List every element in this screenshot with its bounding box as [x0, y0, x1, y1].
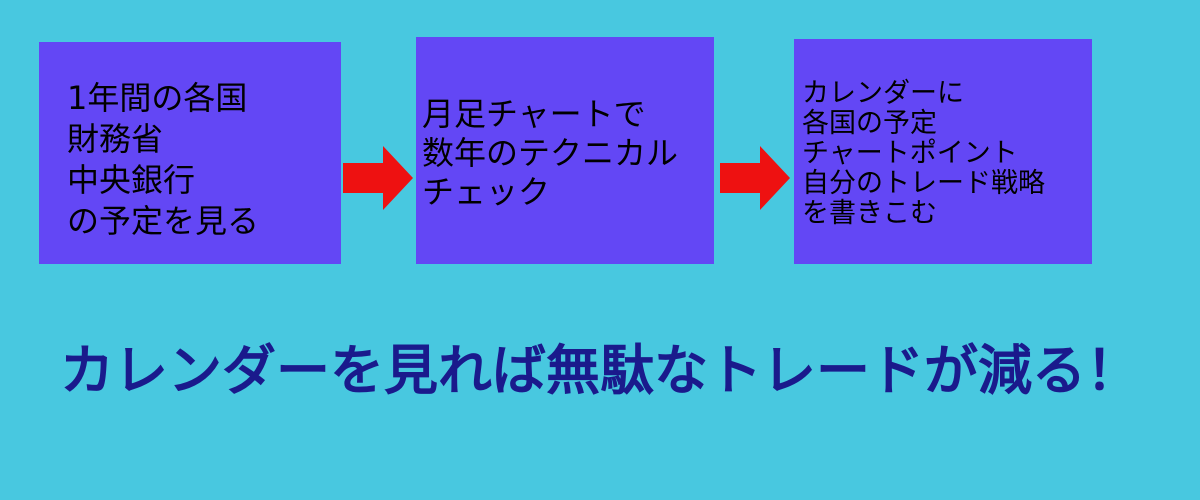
- step-box-1: 1年間の各国 財務省 中央銀行 の予定を見る: [39, 42, 341, 264]
- step-1-line: の予定を見る: [67, 202, 260, 240]
- step-1-line: 1年間の各国: [67, 79, 248, 117]
- step-3-text: カレンダーに 各国の予定 チャートポイント 自分のトレード戦略 を書きこむ: [802, 79, 1045, 229]
- arrow-right-icon: [720, 146, 790, 210]
- bottom-message: カレンダーを見れば無駄なトレードが減る！: [60, 339, 1140, 402]
- step-box-3: カレンダーに 各国の予定 チャートポイント 自分のトレード戦略 を書きこむ: [794, 39, 1092, 264]
- step-3-line: カレンダーに: [802, 78, 964, 109]
- step-2-line: チェック: [422, 173, 551, 211]
- step-3-line: を書きこむ: [802, 198, 937, 229]
- step-1-text: 1年間の各国 財務省 中央銀行 の予定を見る: [67, 78, 259, 242]
- step-2-text: 月足チャートで 数年のテクニカル チェック: [422, 95, 678, 212]
- step-box-2: 月足チャートで 数年のテクニカル チェック: [416, 37, 714, 264]
- step-2-line: 月足チャートで: [422, 95, 646, 133]
- step-1-line: 財務省: [67, 120, 164, 158]
- step-2-line: 数年のテクニカル: [422, 134, 679, 172]
- arrow-right-icon: [343, 146, 413, 210]
- step-3-line: 各国の予定: [802, 108, 937, 139]
- step-1-line: 中央銀行: [67, 161, 196, 199]
- step-3-line: チャートポイント: [802, 138, 1018, 169]
- step-3-line: 自分のトレード戦略: [802, 168, 1045, 199]
